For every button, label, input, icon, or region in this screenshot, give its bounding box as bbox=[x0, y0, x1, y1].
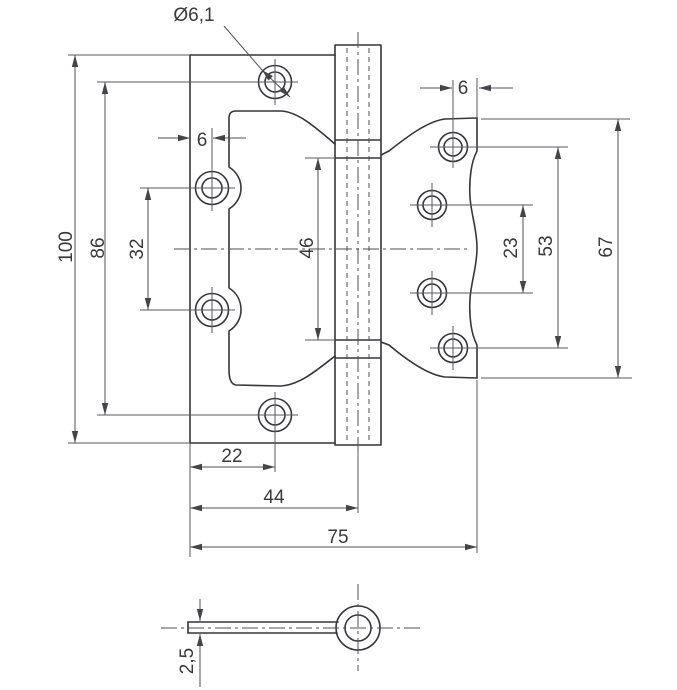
dim-75-text: 75 bbox=[327, 527, 348, 548]
dia-leader-line bbox=[223, 25, 263, 71]
thickness-dimension: 2,5 bbox=[177, 599, 204, 687]
dim-32-text: 32 bbox=[127, 238, 148, 259]
dim-6-right-text: 6 bbox=[458, 78, 469, 99]
right-leaf-outline bbox=[380, 117, 478, 379]
bottom-view: 2,5 bbox=[161, 584, 424, 687]
dim-53-text: 53 bbox=[536, 235, 557, 256]
dim-67-text: 67 bbox=[596, 236, 617, 257]
dim-44-text: 44 bbox=[263, 487, 285, 508]
dim-22-text: 22 bbox=[221, 446, 242, 467]
dim-23-text: 23 bbox=[501, 237, 522, 258]
dim-46-text: 46 bbox=[297, 237, 318, 258]
dim-6-left-text: 6 bbox=[197, 130, 208, 151]
dim-hole-diameter-text: Ø6,1 bbox=[173, 5, 214, 26]
dim-86-text: 86 bbox=[88, 237, 109, 258]
dim-100-text: 100 bbox=[56, 231, 77, 263]
dimension-lines bbox=[71, 25, 622, 551]
extension-lines bbox=[68, 54, 632, 557]
dia-arrow-line bbox=[261, 69, 291, 98]
main-view: Ø6,1 100 86 32 46 23 53 67 6 6 22 44 75 bbox=[56, 5, 632, 557]
dimension-texts: Ø6,1 100 86 32 46 23 53 67 6 6 22 44 75 bbox=[56, 5, 617, 548]
knuckle-barrel bbox=[334, 32, 382, 452]
dim-2_5-text: 2,5 bbox=[177, 648, 198, 674]
